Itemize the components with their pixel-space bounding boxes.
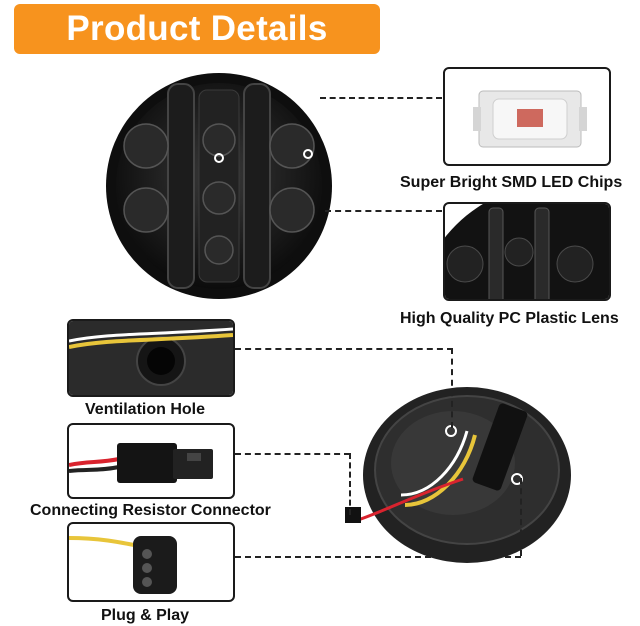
leader-line-connector-v: [349, 453, 351, 515]
resistor-connector-box: [67, 423, 235, 499]
resistor-connector-icon: [69, 443, 213, 483]
resistor-connector-label: Connecting Resistor Connector: [30, 502, 271, 519]
leader-line-plug-v: [520, 478, 522, 556]
leader-line-vent-v: [451, 348, 453, 428]
banner-title: Product Details: [66, 9, 328, 48]
lens-closeup-box: [443, 202, 611, 301]
plug-play-label: Plug & Play: [101, 607, 190, 624]
product-details-banner: Product Details: [14, 4, 380, 54]
lens-closeup-icon: [445, 204, 609, 299]
vent-hole-box: [67, 319, 235, 397]
lamp-front-image: [104, 70, 334, 302]
smd-led-chip-label: Super Bright SMD LED Chips: [400, 174, 623, 191]
leader-line-plug-h: [235, 556, 521, 558]
lamp-back-image: [345, 375, 585, 565]
leader-line-connector-h: [235, 453, 350, 455]
plug-play-box: [67, 522, 235, 602]
vent-hole-label: Ventilation Hole: [85, 401, 206, 418]
lens-label: High Quality PC Plastic Lens: [400, 310, 619, 327]
vent-hole-icon: [69, 321, 233, 395]
leader-line-lens: [325, 210, 442, 212]
leader-line-vent-h: [235, 348, 453, 350]
leader-line-led: [320, 97, 442, 99]
smd-led-chip-box: [443, 67, 611, 166]
smd-led-chip-icon: [473, 90, 587, 148]
plug-connector-icon: [69, 530, 177, 594]
